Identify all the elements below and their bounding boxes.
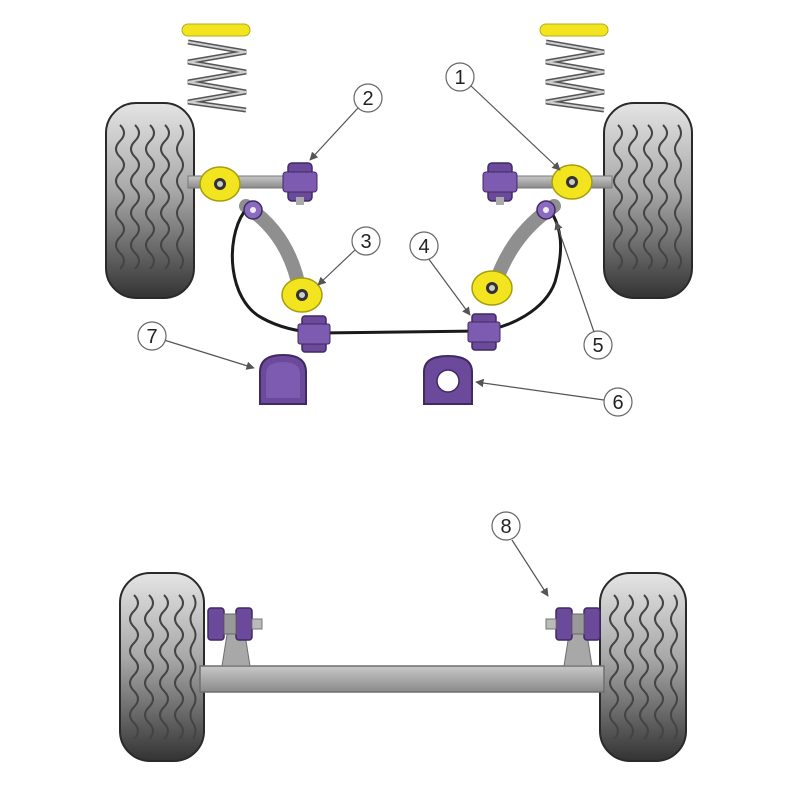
- bush-5-drop-link: [536, 200, 556, 220]
- callouts: 1 2 3 4 5 6 7 8: [137, 62, 633, 597]
- callout-7-circle: [137, 321, 167, 351]
- callout-2-label: 2: [362, 88, 373, 110]
- bush-drop-link-left: [243, 200, 263, 220]
- callout-3-label: 3: [360, 231, 371, 253]
- front-wheel-left: [105, 102, 195, 299]
- bush-2-purple: [282, 162, 318, 205]
- rear-wheel-right: [599, 572, 687, 762]
- bush-upper-right-purple: [482, 162, 518, 205]
- spring-right: [539, 23, 609, 113]
- callout-3-circle: [351, 226, 381, 256]
- bush-6-part: [423, 354, 473, 405]
- bush-7-highlight: [266, 362, 300, 398]
- callout-2-leader: [309, 107, 359, 161]
- callout-6-circle: [603, 387, 633, 417]
- callout-8-circle: [491, 511, 521, 541]
- rear-suspension: [119, 572, 687, 762]
- callout-1-circle: [445, 62, 475, 92]
- callout-4-circle: [409, 231, 439, 261]
- callout-6-leader: [475, 378, 605, 401]
- callout-1-label: 1: [454, 67, 465, 89]
- callout-4-leader: [427, 257, 471, 316]
- front-wheel-right: [603, 102, 693, 299]
- spring-left: [181, 23, 251, 113]
- callout-8-leader: [511, 539, 549, 597]
- callout-5-circle: [583, 330, 613, 360]
- anti-roll-bar: [230, 209, 563, 335]
- front-suspension: [105, 23, 693, 405]
- bush-3-yellow: [281, 277, 323, 313]
- callout-7-label: 7: [146, 326, 157, 348]
- callout-2-circle: [353, 83, 383, 113]
- bush-1-yellow: [551, 164, 593, 200]
- bush-4-arb: [467, 313, 501, 351]
- callout-7-leader: [163, 339, 255, 370]
- bush-lower-right-yellow: [471, 270, 513, 306]
- bush-arb-left: [297, 315, 331, 353]
- rear-wheel-left: [119, 572, 205, 762]
- bush-upper-left-yellow: [199, 166, 241, 202]
- callout-5-leader: [554, 221, 595, 333]
- callout-3-leader: [317, 249, 356, 286]
- callout-6-label: 6: [612, 392, 623, 414]
- callout-1-leader: [469, 84, 561, 171]
- callout-8-label: 8: [500, 516, 511, 538]
- callout-4-label: 4: [418, 236, 429, 258]
- bush-8-rear: [545, 607, 601, 641]
- rear-beam: [199, 665, 605, 693]
- callout-5-label: 5: [592, 335, 603, 357]
- rear-bush-left: [207, 607, 263, 641]
